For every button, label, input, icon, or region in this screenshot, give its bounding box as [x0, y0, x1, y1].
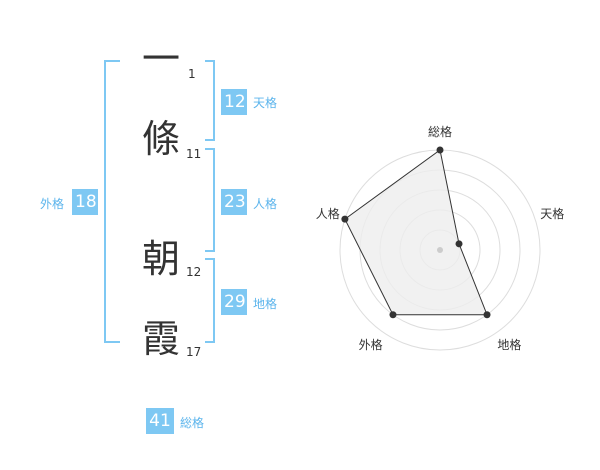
radar-point-1 [436, 146, 444, 154]
radar-axis-label-4: 外格 [358, 338, 383, 353]
radar-point-4 [389, 311, 397, 319]
gaikaku-label: 外格 [40, 197, 65, 211]
radar-axis-label-1: 総格 [428, 125, 453, 139]
radar-center-dot [437, 247, 443, 253]
soukaku-value: 41 [146, 408, 174, 434]
radar-axis-label-2: 天格 [540, 206, 565, 221]
radar-point-3 [483, 311, 491, 319]
gaikaku-bracket [104, 60, 120, 343]
tenkaku-value: 12 [221, 89, 247, 115]
chikaku-bracket [205, 258, 215, 343]
radar-point-2 [455, 240, 463, 248]
gaikaku-value: 18 [72, 189, 98, 215]
stroke-count-4: 17 [186, 345, 202, 359]
name-char-2: 條 [141, 117, 180, 161]
tenkaku-bracket [205, 60, 215, 141]
radar-axis-label-3: 地格 [497, 338, 522, 353]
chikaku-value: 29 [221, 289, 247, 315]
name-char-4: 霞 [141, 317, 180, 361]
chikaku-label: 地格 [253, 297, 278, 311]
jinkaku-label: 人格 [253, 197, 278, 211]
stroke-count-2: 11 [186, 147, 202, 161]
radar-point-5 [341, 215, 349, 223]
name-char-3: 朝 [141, 237, 180, 281]
radar-axis-label-5: 人格 [315, 206, 340, 221]
jinkaku-bracket [205, 148, 215, 252]
name-char-1: 一 [141, 37, 180, 81]
soukaku-label: 総格 [180, 416, 205, 430]
stroke-count-1: 1 [188, 67, 196, 81]
tenkaku-label: 天格 [253, 96, 278, 110]
stroke-count-3: 12 [186, 265, 202, 279]
radar-series-area [344, 149, 488, 316]
jinkaku-value: 23 [221, 189, 247, 215]
